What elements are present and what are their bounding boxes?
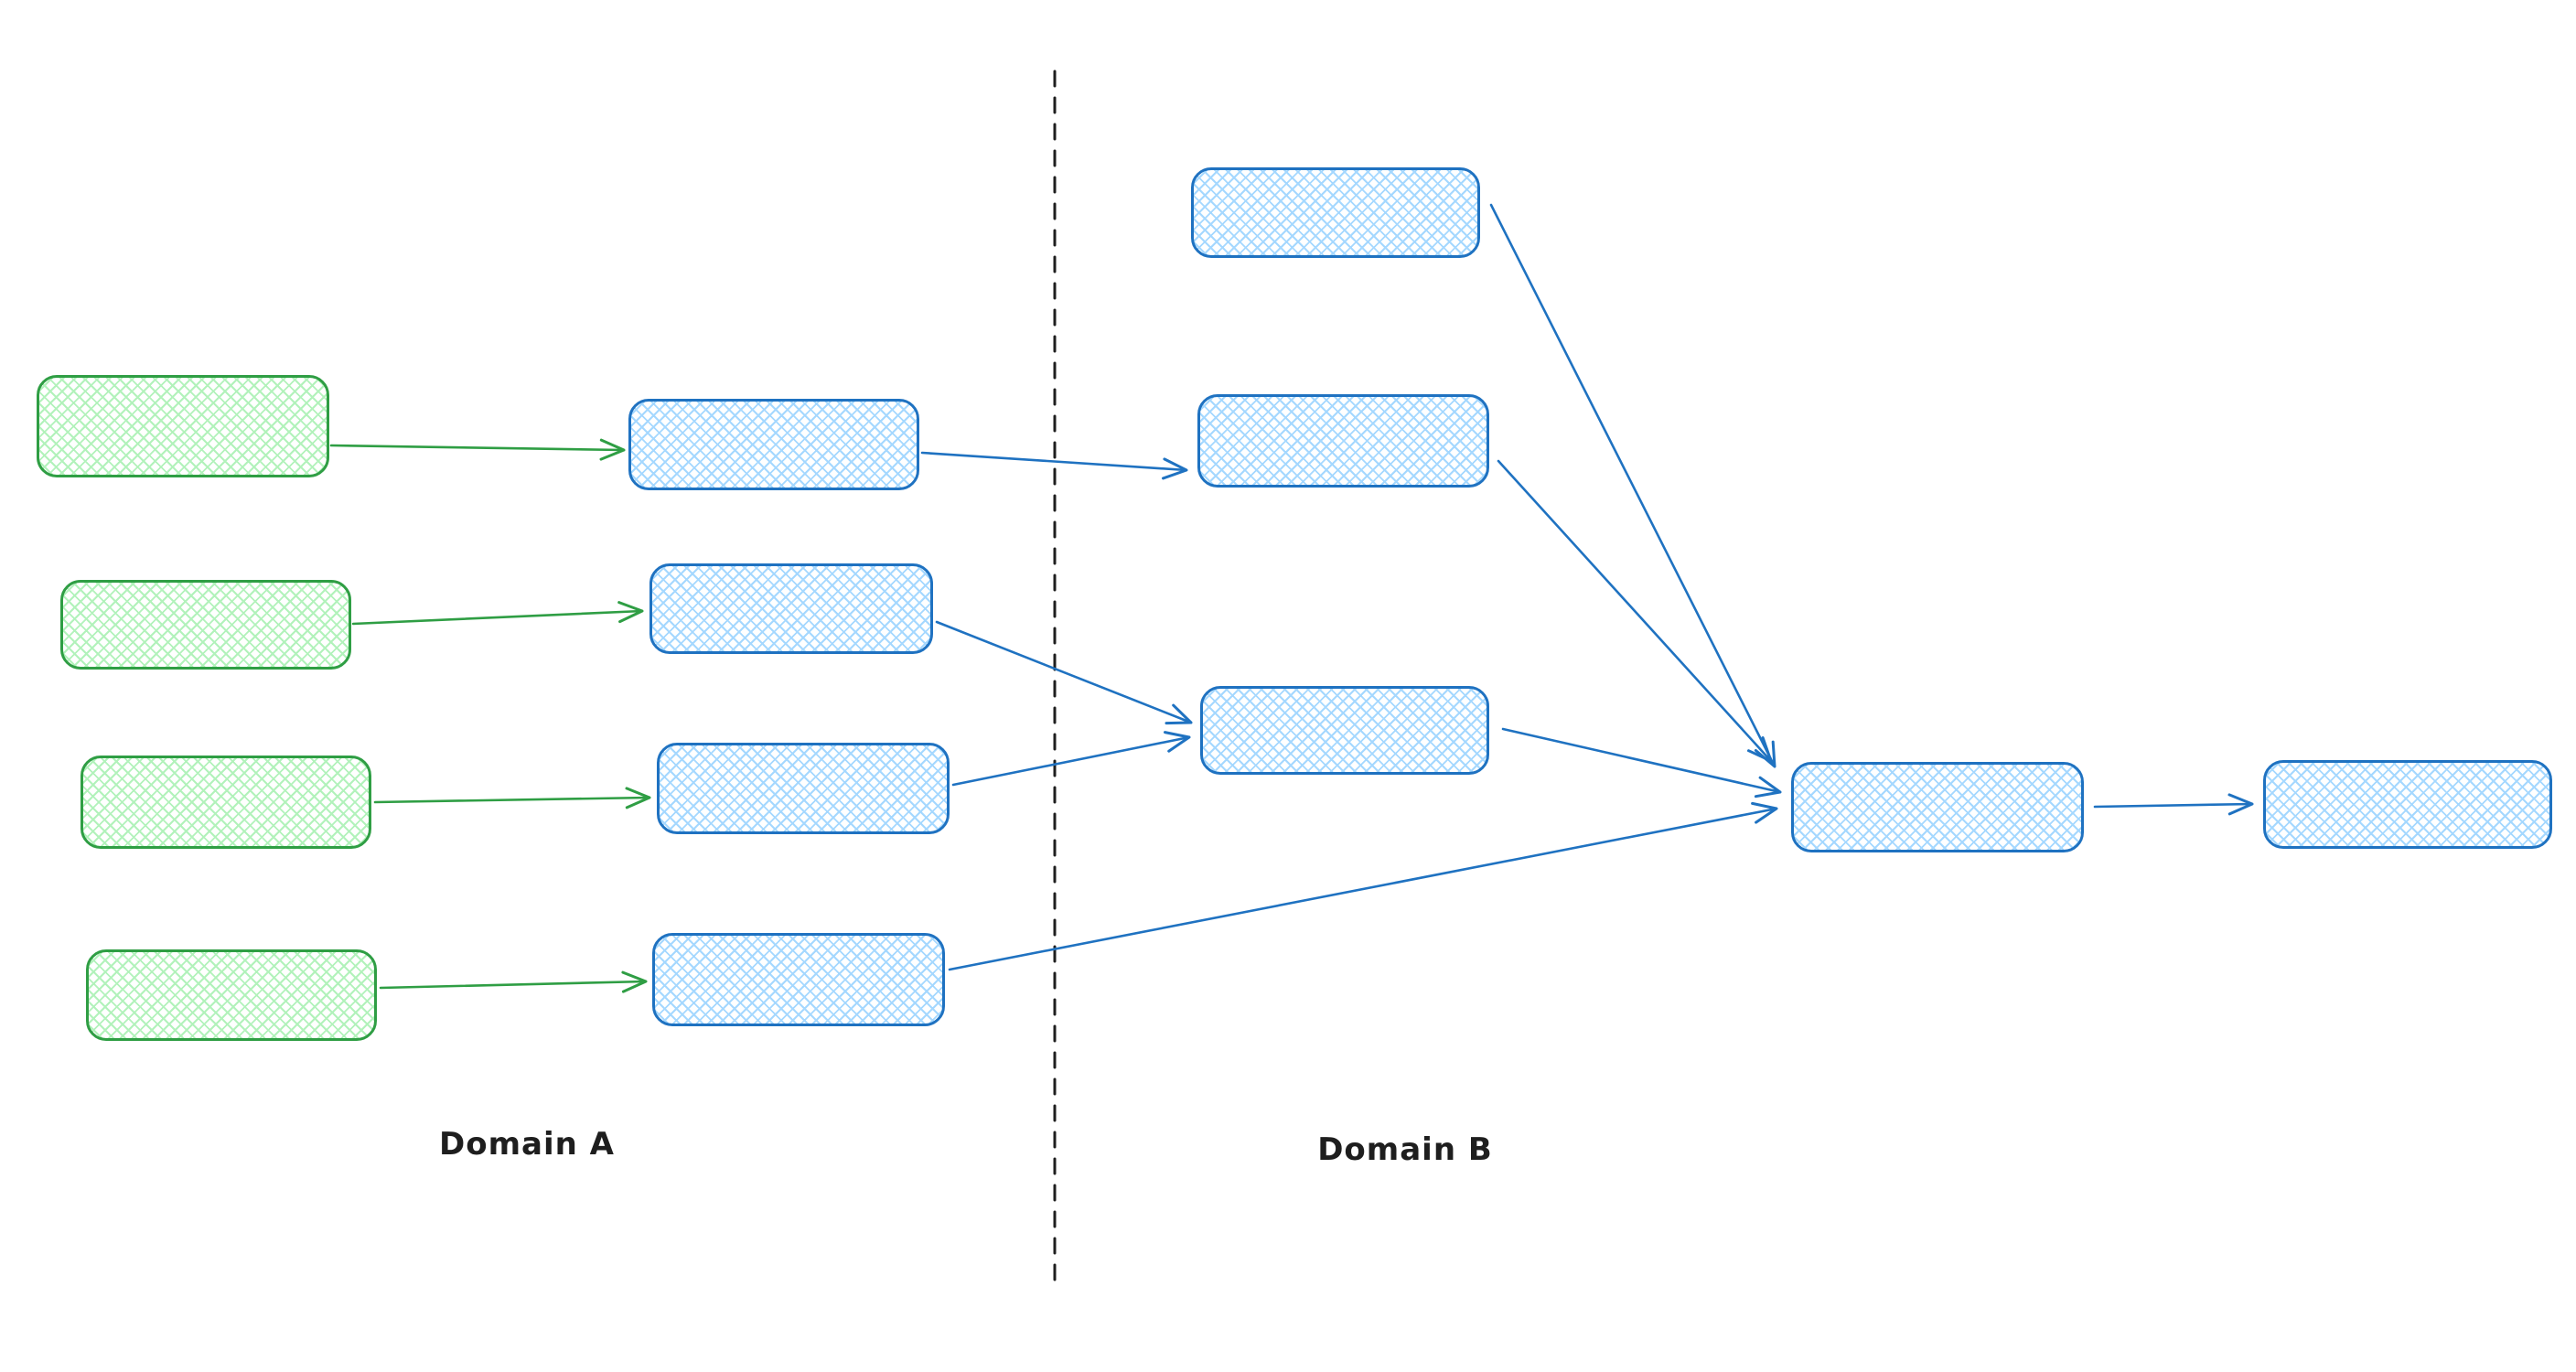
arrow-g3-a3-head <box>625 787 651 809</box>
arrow-b4-b5 <box>2093 793 2254 816</box>
arrow-g1-a1-line <box>329 444 626 452</box>
arrow-b2-b4-line <box>1497 459 1773 763</box>
arrow-a2-b3-line <box>935 620 1193 724</box>
blue-b-4 <box>1791 762 2084 852</box>
green-source-3 <box>80 756 371 849</box>
arrow-b2-b4-head <box>1747 736 1773 763</box>
arrow-b1-b4-line <box>1489 203 1776 768</box>
arrow-a2-b3-head <box>1165 703 1193 725</box>
arrow-g2-a2 <box>351 601 644 626</box>
blue-a-1 <box>628 399 919 490</box>
blue-b-3 <box>1200 686 1489 775</box>
green-source-4 <box>86 949 377 1041</box>
green-source-2 <box>60 580 351 670</box>
blue-a-3 <box>657 743 950 834</box>
arrow-g4-a4 <box>379 970 648 993</box>
arrow-b3-b4 <box>1501 727 1782 799</box>
blue-a-2 <box>649 563 933 654</box>
arrow-a1-b2-line <box>920 451 1188 472</box>
arrow-a3-b3-line <box>951 735 1191 787</box>
arrow-g2-a2-head <box>617 601 644 624</box>
arrow-a2-b3 <box>935 620 1193 725</box>
arrow-b3-b4-head <box>1754 776 1782 799</box>
arrow-a4-b4-head <box>1751 801 1778 824</box>
arrow-a4-b4-line <box>948 807 1778 971</box>
domain-b-label: Domain B <box>1317 1131 1493 1168</box>
blue-a-4 <box>652 933 945 1026</box>
arrow-a4-b4 <box>948 801 1778 971</box>
arrow-b4-b5-head <box>2227 793 2254 816</box>
arrow-a1-b2 <box>920 451 1188 480</box>
arrow-a3-b3 <box>951 731 1191 787</box>
domain-a-label: Domain A <box>439 1126 615 1163</box>
arrow-b1-b4 <box>1489 203 1776 768</box>
arrow-b4-b5-line <box>2093 802 2254 809</box>
arrow-g4-a4-head <box>621 970 648 993</box>
blue-b-5 <box>2263 760 2552 849</box>
arrow-g4-a4-line <box>379 980 648 990</box>
arrow-a3-b3-head <box>1164 731 1191 753</box>
arrow-g1-a1 <box>329 438 626 461</box>
arrow-a1-b2-head <box>1162 457 1188 480</box>
arrow-g2-a2-line <box>351 609 644 626</box>
arrow-g1-a1-head <box>599 438 626 461</box>
blue-b-1 <box>1191 167 1480 258</box>
green-source-1 <box>37 375 329 477</box>
arrow-g3-a3 <box>373 787 651 809</box>
arrow-b3-b4-line <box>1501 727 1782 794</box>
arrow-g3-a3-line <box>373 796 651 804</box>
blue-b-2 <box>1197 394 1489 488</box>
arrow-b2-b4 <box>1497 459 1773 763</box>
